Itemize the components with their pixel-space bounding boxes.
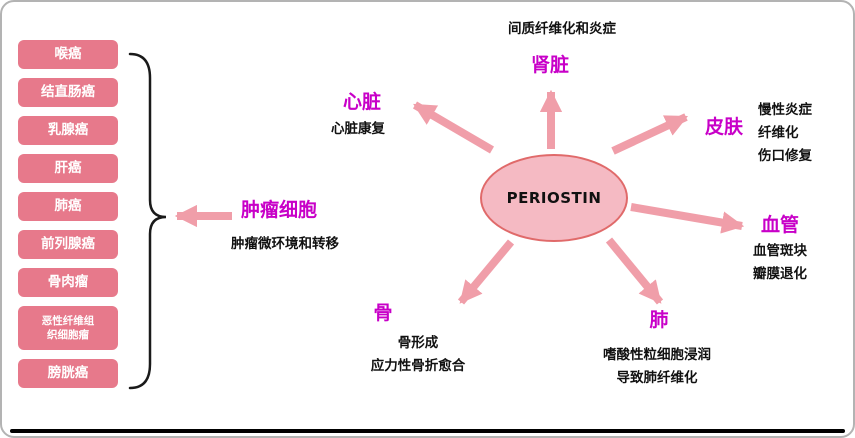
- skin-note-line: 伤口修复: [758, 148, 812, 164]
- bottom-rule: [10, 429, 845, 433]
- cancer-item-osteosarcoma: 骨肉瘤: [18, 268, 118, 297]
- bone-label: 骨: [373, 302, 393, 324]
- bone-note-line: 应力性骨折愈合: [370, 358, 466, 374]
- vessel-note-line: 瓣膜退化: [753, 266, 807, 282]
- cancer-item-larynx: 喉癌: [18, 40, 118, 69]
- curly-brace: [128, 52, 167, 390]
- heart-label: 心脏: [342, 91, 382, 113]
- vessel-note-line: 血管斑块: [753, 243, 807, 259]
- cancer-item-colorectal: 结直肠癌: [18, 78, 118, 107]
- cancer-item-mfh-label: 恶性纤维组织细胞瘤: [41, 314, 95, 341]
- arrow-to-lung: [605, 237, 664, 305]
- skin-notes: 慢性炎症 纤维化 伤口修复: [758, 99, 812, 168]
- periostin-node: PERIOSTIN: [480, 154, 628, 242]
- tumor-label: 肿瘤细胞: [240, 199, 318, 221]
- cancer-item-mfh: 恶性纤维组织细胞瘤: [18, 306, 118, 350]
- skin-note-line: 慢性炎症: [758, 102, 812, 118]
- skin-note-line: 纤维化: [758, 125, 799, 141]
- kidney-note: 间质纤维化和炎症: [508, 21, 616, 37]
- cancer-list: 喉癌 结直肠癌 乳腺癌 肝癌 肺癌 前列腺癌 骨肉瘤 恶性纤维组织细胞瘤 膀胱癌: [18, 40, 118, 388]
- arrow-to-heart: [412, 101, 495, 154]
- vessel-notes: 血管斑块 瓣膜退化: [753, 240, 807, 286]
- bone-note-line: 骨形成: [397, 335, 439, 351]
- lung-label: 肺: [649, 309, 669, 331]
- bone-notes: 骨形成 应力性骨折愈合: [371, 332, 466, 378]
- arrow-to-bone: [457, 239, 515, 305]
- cancer-item-bladder: 膀胱癌: [18, 359, 118, 388]
- lung-note-line: 嗜酸性粒细胞浸润: [603, 347, 711, 363]
- cancer-item-prostate: 前列腺癌: [18, 230, 118, 259]
- heart-note: 心脏康复: [331, 121, 385, 137]
- skin-label: 皮肤: [704, 116, 744, 138]
- cancer-item-liver: 肝癌: [18, 154, 118, 183]
- kidney-label: 肾脏: [530, 54, 570, 76]
- lung-notes: 嗜酸性粒细胞浸润 导致肺纤维化: [603, 344, 711, 390]
- arrow-to-skin: [611, 113, 689, 155]
- vessel-label: 血管: [760, 214, 800, 236]
- tumor-note: 肿瘤微环境和转移: [231, 236, 339, 252]
- periostin-label: PERIOSTIN: [506, 189, 602, 207]
- arrow-to-vessel: [630, 203, 745, 234]
- cancer-item-breast: 乳腺癌: [18, 116, 118, 145]
- cancer-item-lung: 肺癌: [18, 192, 118, 221]
- lung-note-line: 导致肺纤维化: [616, 370, 698, 386]
